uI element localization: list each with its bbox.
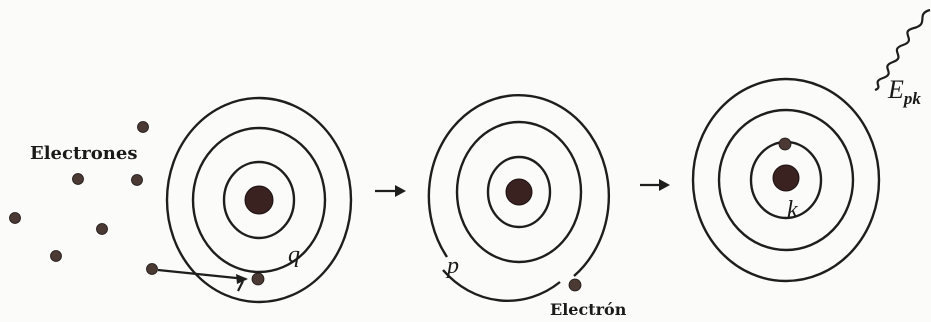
free-electron (147, 264, 158, 275)
transition-arrow-head (659, 179, 670, 191)
atom-initial (167, 98, 351, 302)
nucleus (773, 165, 799, 191)
free-electron (138, 122, 149, 133)
transition-arrow-2 (640, 179, 670, 191)
orbiting-electron (569, 279, 581, 291)
capture-arrow-line (158, 270, 246, 279)
free-electron (73, 174, 84, 185)
transition-arrow-1 (375, 185, 406, 197)
inner-electron (779, 138, 791, 150)
electron-label: Electrón (550, 300, 627, 319)
electrons-label: Electrones (30, 143, 137, 164)
transition-arrow-head (395, 185, 406, 197)
captured-electron (252, 273, 264, 285)
orbit-k-label: k (787, 197, 798, 223)
orbit-q-label: q (288, 242, 300, 268)
nucleus (506, 179, 532, 205)
photon-energy-symbol: E (887, 75, 904, 104)
orbit-p-label: p (445, 253, 459, 279)
orbit-outer-lower (443, 270, 560, 301)
photon-energy-label: Epk (887, 75, 921, 108)
free-electron (10, 213, 21, 224)
nucleus (245, 186, 273, 214)
free-electron (97, 224, 108, 235)
atom-final (693, 79, 879, 281)
free-electron (51, 251, 62, 262)
free-electron (132, 175, 143, 186)
photon-energy-subscript: pk (902, 89, 922, 108)
